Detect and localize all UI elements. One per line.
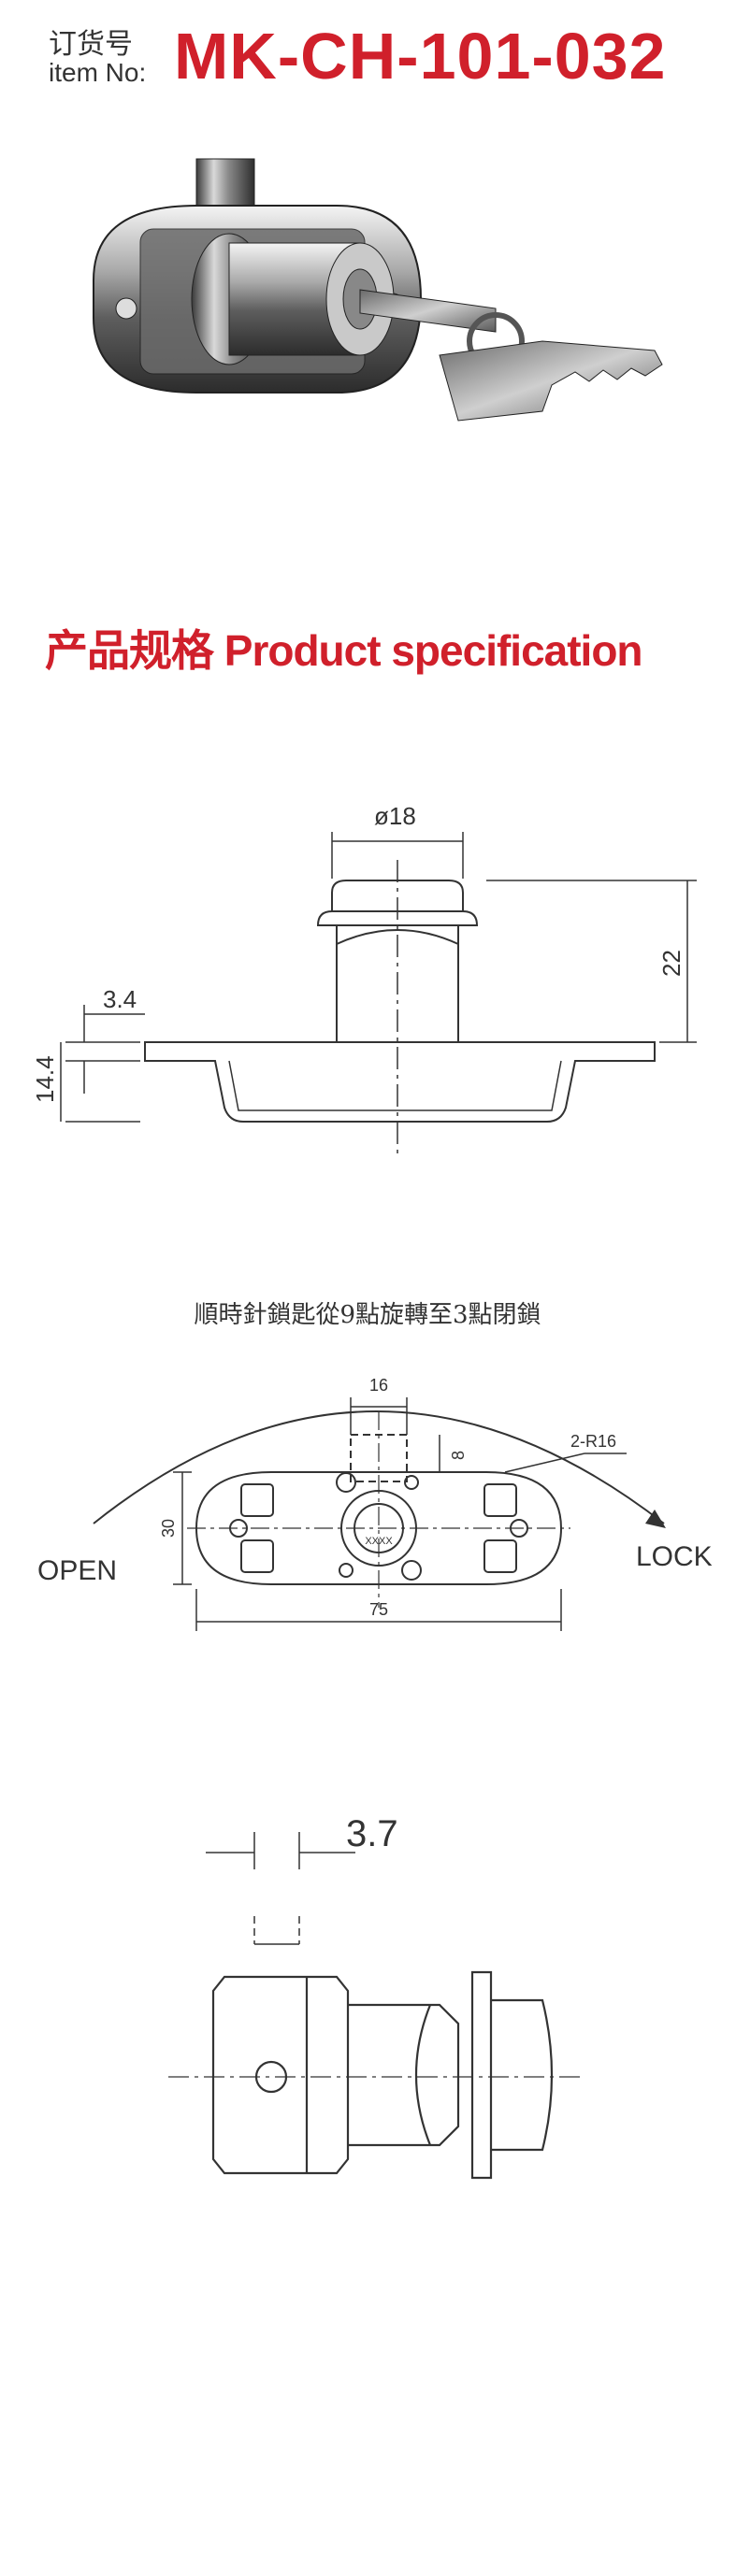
lock-label: LOCK [636, 1541, 713, 1572]
item-label-en: item No: [49, 58, 147, 87]
dim-diameter: ø18 [374, 802, 416, 830]
plate-outline [195, 1471, 563, 1585]
product-photo [93, 158, 663, 422]
cylinder-collar [316, 910, 479, 926]
key-blade-shape [359, 289, 497, 333]
dim-height: 22 [657, 950, 685, 977]
flange-outline [144, 1041, 656, 1123]
top-view-drawing: 3.7 [168, 1813, 580, 2180]
dim-bolt-travel: 8 [449, 1451, 468, 1460]
item-label-cn: 订货号 [49, 29, 133, 60]
collar-outline [470, 1970, 493, 2180]
second-key-shape [439, 340, 663, 422]
neck-outline [336, 925, 459, 1042]
open-label: OPEN [37, 1555, 117, 1586]
item-number: MK-CH-101-032 [174, 20, 667, 93]
header: 订货号 item No: MK-CH-101-032 [0, 0, 736, 103]
front-view-drawing: 順時針鎖匙從9點旋轉至3點閉鎖 OPEN LOCK XXXX 16 8 2-R1… [37, 1301, 713, 1631]
dim-radius: 2-R16 [570, 1432, 616, 1451]
dim-bolt-width: 16 [369, 1376, 388, 1395]
neck-outline [348, 2003, 460, 2147]
dim-offset: 3.7 [346, 1813, 398, 1854]
rotation-arc [93, 1410, 665, 1524]
cylinder-outline [491, 1998, 554, 2152]
spec-heading: 产品规格 Product specification [45, 626, 643, 675]
side-view-drawing: ø18 22 3.4 14.4 [31, 802, 697, 1159]
dim-body: 14.4 [31, 1055, 59, 1103]
dim-flange: 3.4 [103, 985, 137, 1013]
housing-outline [211, 1975, 350, 2175]
rotation-caption: 順時針鎖匙從9點旋轉至3點閉鎖 [194, 1301, 541, 1329]
dim-plate-height: 30 [159, 1519, 178, 1538]
dim-plate-width: 75 [369, 1600, 388, 1619]
